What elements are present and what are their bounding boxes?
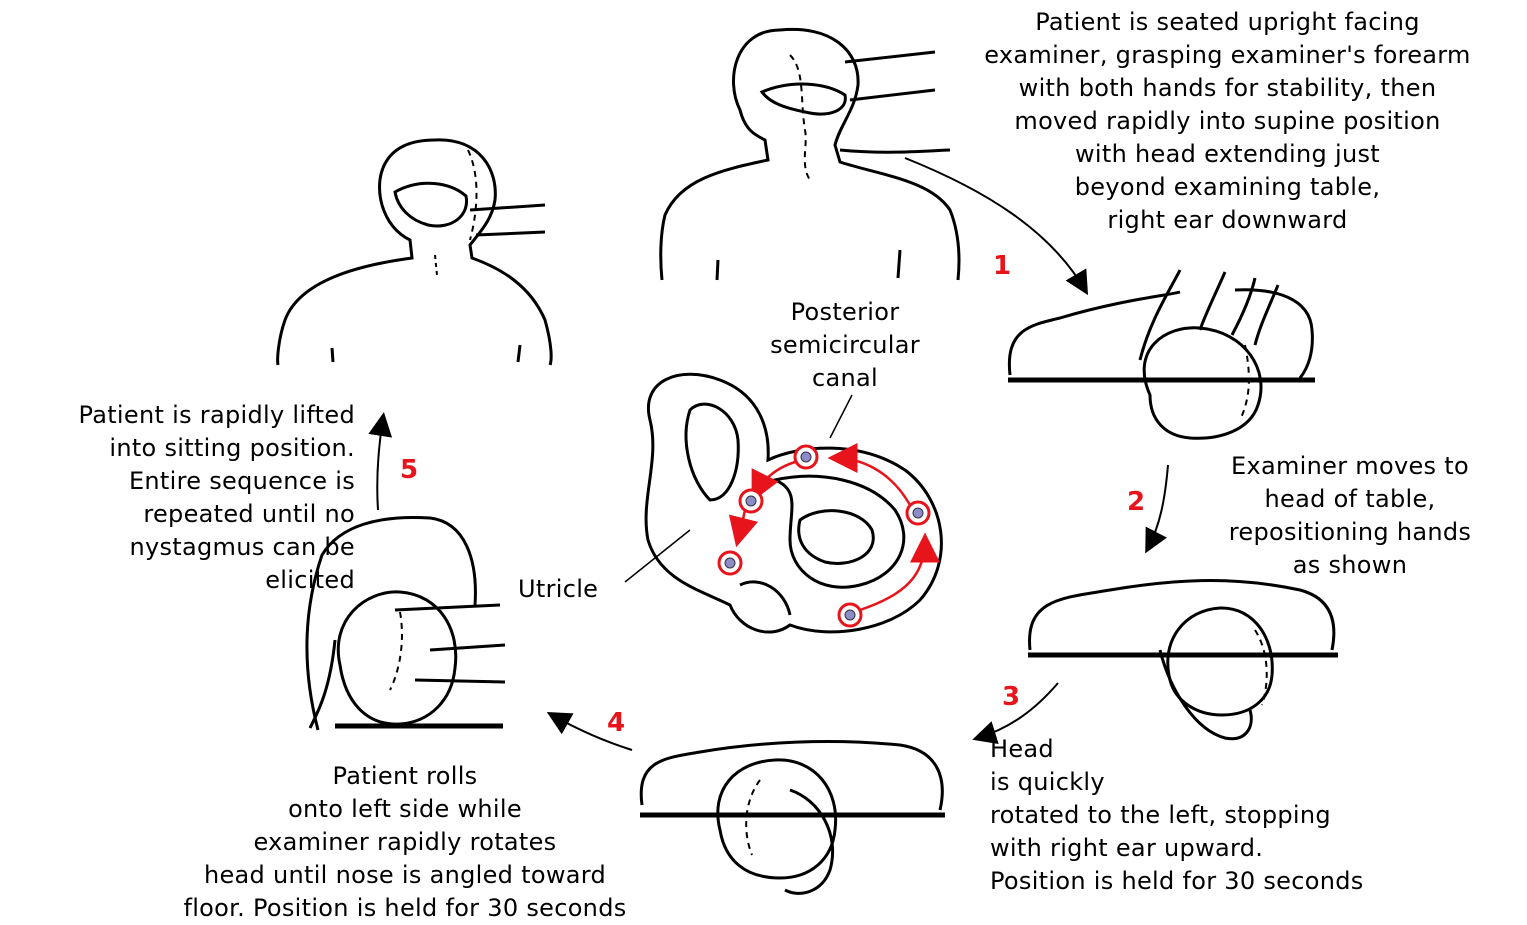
particle	[839, 604, 861, 626]
figure-rolled-left-side	[640, 741, 945, 893]
step-number-2: 2	[1127, 489, 1145, 515]
caption-step-5: Patient is rapidly lifted into sitting p…	[10, 399, 355, 597]
step-number-5: 5	[400, 457, 418, 483]
arrow-step-5	[377, 418, 383, 510]
step-number-4: 4	[607, 710, 625, 736]
particle	[795, 446, 817, 468]
particle	[740, 490, 762, 512]
caption-step-2: Examiner moves to head of table, reposit…	[1180, 450, 1520, 582]
particle	[907, 502, 929, 524]
figure-seated-start	[661, 29, 959, 280]
label-utricle: Utricle	[518, 573, 638, 606]
otoconia-particles	[719, 446, 929, 626]
canal-leader-line	[830, 395, 852, 438]
particle	[719, 552, 741, 574]
figure-sitting-repeat	[278, 140, 551, 365]
label-posterior-semicircular-canal: Posterior semicircular canal	[730, 296, 960, 395]
caption-step-3: Head is quickly rotated to the left, sto…	[990, 733, 1470, 898]
figure-supine-right-ear-down	[1008, 270, 1315, 438]
arrow-step-2	[1148, 465, 1168, 548]
caption-step-4: Patient rolls onto left side while exami…	[150, 760, 660, 925]
figure-head-rotated-left	[1028, 581, 1338, 739]
step-number-1: 1	[993, 253, 1011, 279]
step-number-3: 3	[1002, 684, 1020, 710]
caption-step-1: Patient is seated upright facing examine…	[935, 6, 1520, 237]
